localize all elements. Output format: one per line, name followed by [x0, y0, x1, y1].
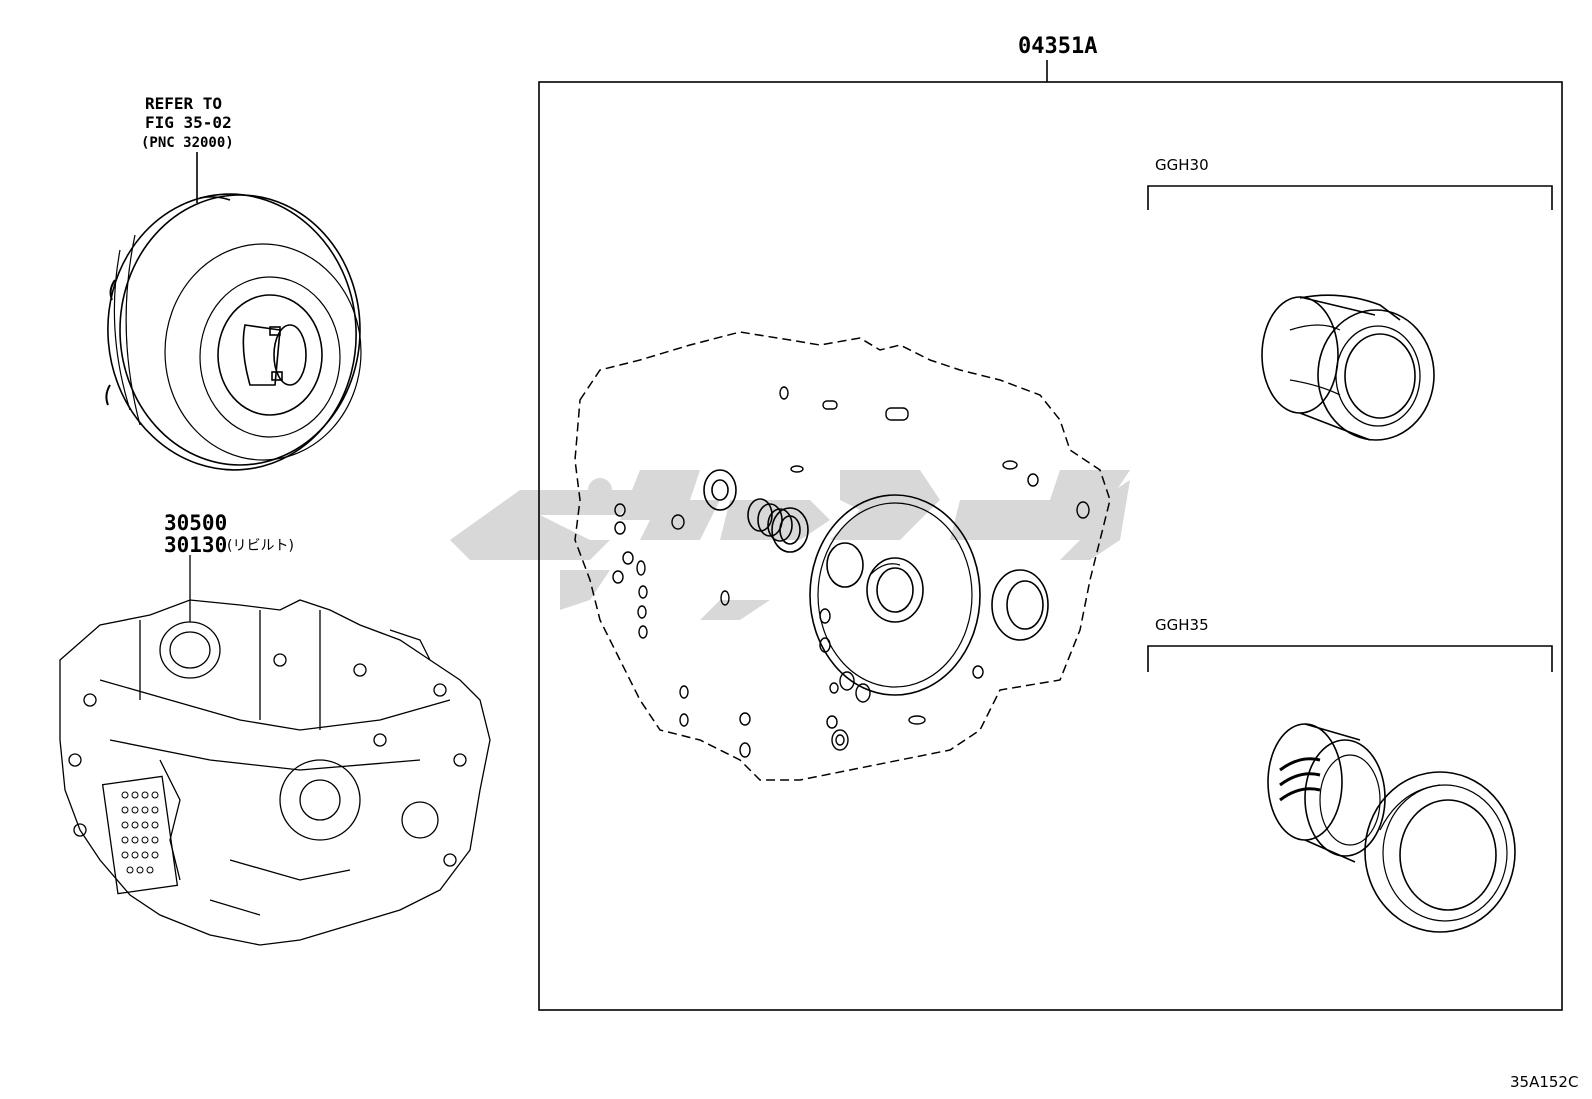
refer-pnc-label: (PNC 32000)	[141, 135, 234, 151]
torque-converter-icon	[105, 152, 362, 471]
bearing-ggh35-icon	[1267, 723, 1516, 933]
refer-to-label: REFER TO	[145, 94, 223, 113]
part-number-30130[interactable]: 30130	[164, 533, 228, 557]
variant-label-ggh30: GGH30	[1155, 156, 1209, 174]
gasket-kit-icon	[574, 331, 1111, 781]
rebuilt-note: (リビルト)	[227, 538, 294, 554]
ggh35-bracket	[1147, 645, 1553, 672]
kit-frame	[538, 60, 1563, 1011]
figure-code: 35A152C	[1510, 1073, 1579, 1091]
kit-part-number[interactable]: 04351A	[1018, 34, 1098, 59]
watermark-logo-icon	[450, 470, 1130, 620]
variant-label-ggh35: GGH35	[1155, 616, 1209, 634]
ggh30-bracket	[1147, 185, 1553, 210]
part-number-30500[interactable]: 30500	[164, 511, 228, 535]
bearing-ggh30-icon	[1261, 294, 1435, 441]
refer-fig-label[interactable]: FIG 35-02	[145, 113, 232, 132]
transaxle-assembly-icon	[59, 555, 491, 946]
